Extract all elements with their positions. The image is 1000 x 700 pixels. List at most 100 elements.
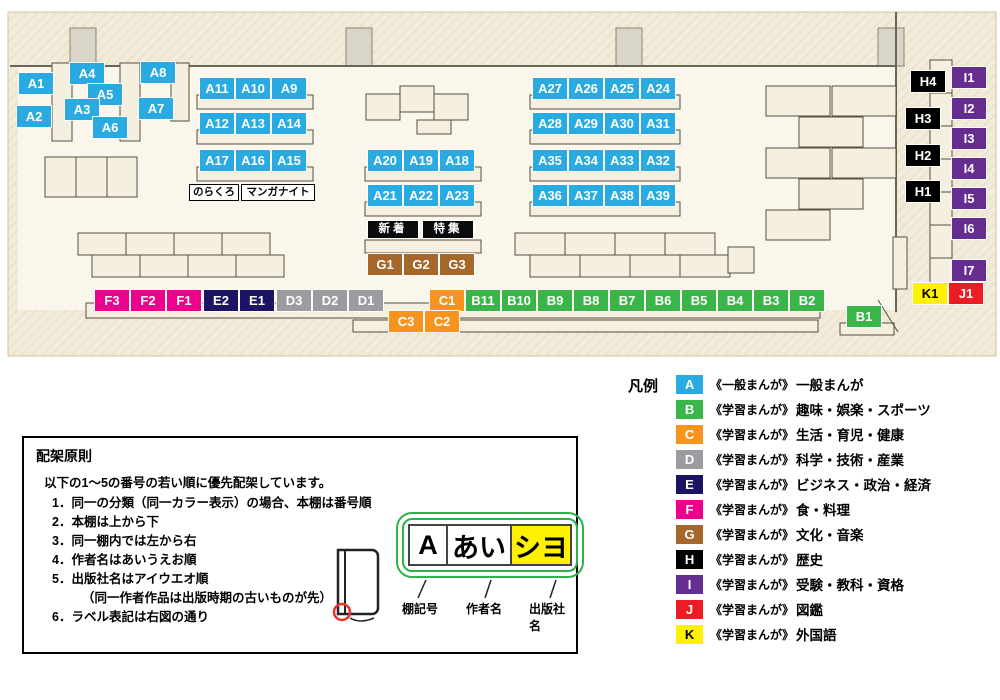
legend-color-swatch: J (676, 599, 704, 619)
shelf-label-A39: A39 (641, 185, 675, 206)
shelf-label-B3: B3 (754, 290, 788, 311)
shelf-label-A16: A16 (236, 150, 270, 171)
shelf-label-A18: A18 (440, 150, 474, 171)
label-sample-publisher: シヨ (510, 524, 572, 566)
legend-category: 歴史 (796, 553, 824, 568)
shelf-label-J1: J1 (949, 283, 983, 304)
legend-scope: 《学習まんが》 (710, 477, 795, 492)
legend-row-I: I《学習まんが》受験・教科・資格 (676, 574, 931, 594)
annotation-shelf-code: 棚記号 (402, 602, 439, 616)
legend-scope: 《学習まんが》 (710, 627, 795, 642)
legend-category: 受験・教科・資格 (796, 578, 905, 593)
legend-row-A: A《一般まんが》一般まんが (676, 374, 931, 394)
shelf-label-A4: A4 (70, 63, 104, 84)
legend-row-E: E 《学習まんが》ビジネス・政治・経済 (676, 474, 931, 494)
shelf-label-H3: H3 (906, 108, 940, 129)
shelf-label-A3: A3 (65, 99, 99, 120)
shelf-label-A24: A24 (641, 78, 675, 99)
legend-category: 一般まんが (796, 378, 864, 393)
legend-category: 図鑑 (796, 603, 824, 618)
legend-color-swatch: H (676, 549, 704, 569)
shelf-label-A22: A22 (404, 185, 438, 206)
shelf-label-F3: F3 (95, 290, 129, 311)
shelf-label-I6: I6 (952, 218, 986, 239)
shelf-label-I2: I2 (952, 98, 986, 119)
shelf-label-A14: A14 (272, 113, 306, 134)
shelf-label-K1: K1 (913, 283, 947, 304)
annotation-author-name: 作者名 (466, 602, 503, 616)
map-tag: マンガナイト (241, 184, 315, 201)
annotation-lines (417, 580, 557, 599)
shelf-label-B4: B4 (718, 290, 752, 311)
shelf-label-A30: A30 (605, 113, 639, 134)
shelf-label-B6: B6 (646, 290, 680, 311)
legend-color-swatch: C (676, 424, 704, 444)
book-icon (332, 548, 380, 622)
shelf-label-G1: G1 (368, 254, 402, 275)
legend-category: ビジネス・政治・経済 (796, 478, 932, 493)
legend-row-C: C《学習まんが》生活・育児・健康 (676, 424, 931, 444)
legend-color-swatch: E (676, 474, 704, 494)
legend-color-swatch: D (676, 449, 704, 469)
shelf-label-H1: H1 (906, 181, 940, 202)
label-sample-inner: A あい シヨ (402, 518, 578, 572)
legend-scope: 《学習まんが》 (710, 402, 795, 417)
shelf-label-B9: B9 (538, 290, 572, 311)
legend-row-D: D《学習まんが》科学・技術・産業 (676, 449, 931, 469)
map-section-header: 新着 (368, 221, 418, 238)
label-sample-shelf-code: A (408, 524, 448, 566)
legend-row-G: G《学習まんが》文化・音楽 (676, 524, 931, 544)
shelf-label-F1: F1 (167, 290, 201, 311)
annotation-publisher-name: 出版社名 (529, 602, 566, 633)
principles-rule: 6．ラベル表記は右図の通り (52, 610, 209, 624)
shelf-label-A12: A12 (200, 113, 234, 134)
shelf-label-A34: A34 (569, 150, 603, 171)
principles-box: 配架原則 以下の1～5の番号の若い順に優先配架しています。 1．同一の分類（同一… (22, 436, 584, 654)
shelf-label-G2: G2 (404, 254, 438, 275)
shelf-label-F2: F2 (131, 290, 165, 311)
shelf-label-A10: A10 (236, 78, 270, 99)
legend-category: 文化・音楽 (796, 528, 864, 543)
shelf-label-A23: A23 (440, 185, 474, 206)
label-sample: A あい シヨ (396, 512, 584, 578)
shelf-label-A13: A13 (236, 113, 270, 134)
legend-category: 外国語 (796, 628, 837, 643)
shelf-label-A36: A36 (533, 185, 567, 206)
legend-color-swatch: B (676, 399, 704, 419)
shelf-label-A28: A28 (533, 113, 567, 134)
shelf-label-A11: A11 (200, 78, 234, 99)
shelf-label-C1: C1 (430, 290, 464, 311)
shelf-label-A21: A21 (368, 185, 402, 206)
shelf-label-B5: B5 (682, 290, 716, 311)
shelf-label-A33: A33 (605, 150, 639, 171)
shelf-label-I7: I7 (952, 260, 986, 281)
legend-scope: 《学習まんが》 (710, 502, 795, 517)
shelf-label-H2: H2 (906, 145, 940, 166)
shelf-label-A29: A29 (569, 113, 603, 134)
legend-scope: 《学習まんが》 (710, 552, 795, 567)
shelf-label-A38: A38 (605, 185, 639, 206)
label-sample-author: あい (446, 524, 512, 566)
legend-category: 食・料理 (796, 503, 851, 518)
shelf-label-B7: B7 (610, 290, 644, 311)
shelf-label-I5: I5 (952, 188, 986, 209)
shelf-label-G3: G3 (440, 254, 474, 275)
legend-scope: 《学習まんが》 (710, 602, 795, 617)
shelf-label-A27: A27 (533, 78, 567, 99)
shelf-label-A1: A1 (19, 73, 53, 94)
shelf-label-D3: D3 (277, 290, 311, 311)
legend-category: 趣味・娯楽・スポーツ (796, 403, 931, 418)
map-tag: のらくろ (189, 184, 239, 201)
shelf-label-D2: D2 (313, 290, 347, 311)
shelf-label-E1: E1 (240, 290, 274, 311)
shelf-label-E2: E2 (204, 290, 238, 311)
shelf-label-A9: A9 (272, 78, 306, 99)
shelf-label-C2: C2 (425, 311, 459, 332)
shelf-label-B1: B1 (847, 306, 881, 327)
shelf-label-B2: B2 (790, 290, 824, 311)
principles-rule: 3．同一棚内では左から右 (52, 534, 197, 548)
shelf-label-A32: A32 (641, 150, 675, 171)
legend-color-swatch: A (676, 374, 704, 394)
principles-rule: 2．本棚は上から下 (52, 515, 159, 529)
